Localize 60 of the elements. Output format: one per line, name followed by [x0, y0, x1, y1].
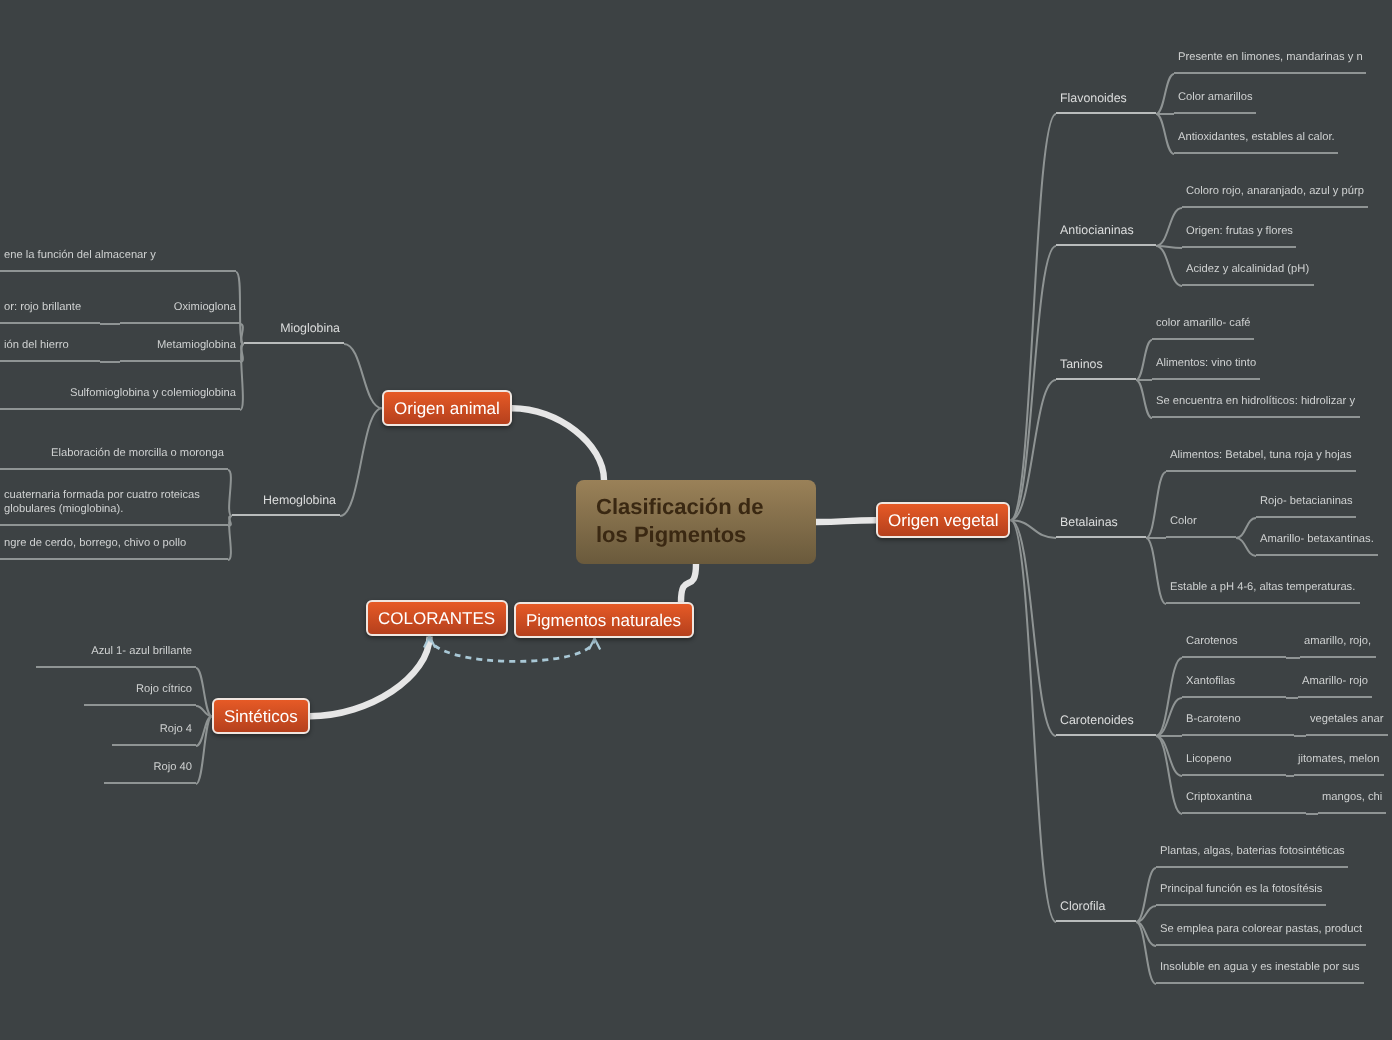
topic-box: Origen vegetal	[876, 502, 1011, 539]
branch-line	[1145, 537, 1167, 605]
branch-line	[1155, 207, 1183, 247]
branch-line	[1135, 921, 1157, 947]
central-topic-box: Clasificación de los Pigmentos	[576, 480, 816, 564]
branch-line	[1155, 245, 1183, 287]
branch-line	[195, 715, 213, 785]
branch-line	[227, 515, 233, 561]
branch-line	[309, 636, 433, 720]
branch-line	[1009, 519, 1057, 737]
branch-line	[227, 469, 233, 517]
branch-line	[1155, 697, 1183, 737]
branch-line	[1285, 697, 1299, 699]
branch-line	[511, 405, 608, 481]
branch-line	[227, 515, 233, 527]
branch-line	[1009, 519, 1057, 539]
branch-line	[1155, 245, 1183, 249]
branch-line	[1293, 735, 1307, 737]
topic-box: Pigmentos naturales	[514, 602, 693, 639]
branch-line	[99, 323, 121, 325]
branch-line	[816, 517, 876, 526]
branch-line	[1135, 339, 1153, 381]
topic-box: Sintéticos	[212, 698, 310, 735]
branch-line	[1155, 735, 1183, 777]
branch-line	[1155, 113, 1175, 155]
relationship-arrow	[427, 635, 597, 663]
branch-line	[239, 323, 245, 345]
branch-line	[1145, 537, 1167, 539]
branch-line	[1009, 519, 1057, 923]
branch-line	[1135, 379, 1153, 419]
branch-line	[339, 407, 383, 517]
branch-line	[1135, 905, 1157, 923]
branch-line	[1155, 657, 1183, 737]
branch-line	[235, 271, 245, 345]
branch-line	[1235, 517, 1257, 539]
branch-line	[99, 361, 121, 363]
branch-line	[1305, 813, 1319, 815]
branch-line	[195, 705, 213, 718]
branch-line	[1155, 735, 1183, 815]
branch-line	[1155, 73, 1175, 115]
branch-line	[1009, 245, 1057, 522]
branch-line	[1155, 113, 1175, 115]
branch-line	[1285, 657, 1301, 659]
branch-line	[1155, 735, 1183, 737]
branch-line	[1135, 921, 1157, 985]
branch-line	[1009, 113, 1057, 522]
branch-line	[1135, 379, 1153, 381]
topic-box: Origen animal	[382, 390, 512, 427]
branch-line	[1145, 471, 1167, 539]
branch-line	[1009, 379, 1057, 522]
branch-line	[239, 343, 245, 363]
branch-line	[677, 563, 700, 603]
branch-line	[1235, 537, 1257, 557]
branch-line	[343, 343, 383, 410]
topic-box: COLORANTES	[366, 600, 508, 637]
branch-line	[1135, 867, 1157, 923]
branch-line	[239, 343, 245, 411]
branch-line	[195, 715, 213, 747]
branch-line	[1285, 775, 1295, 777]
branch-line	[195, 667, 213, 718]
